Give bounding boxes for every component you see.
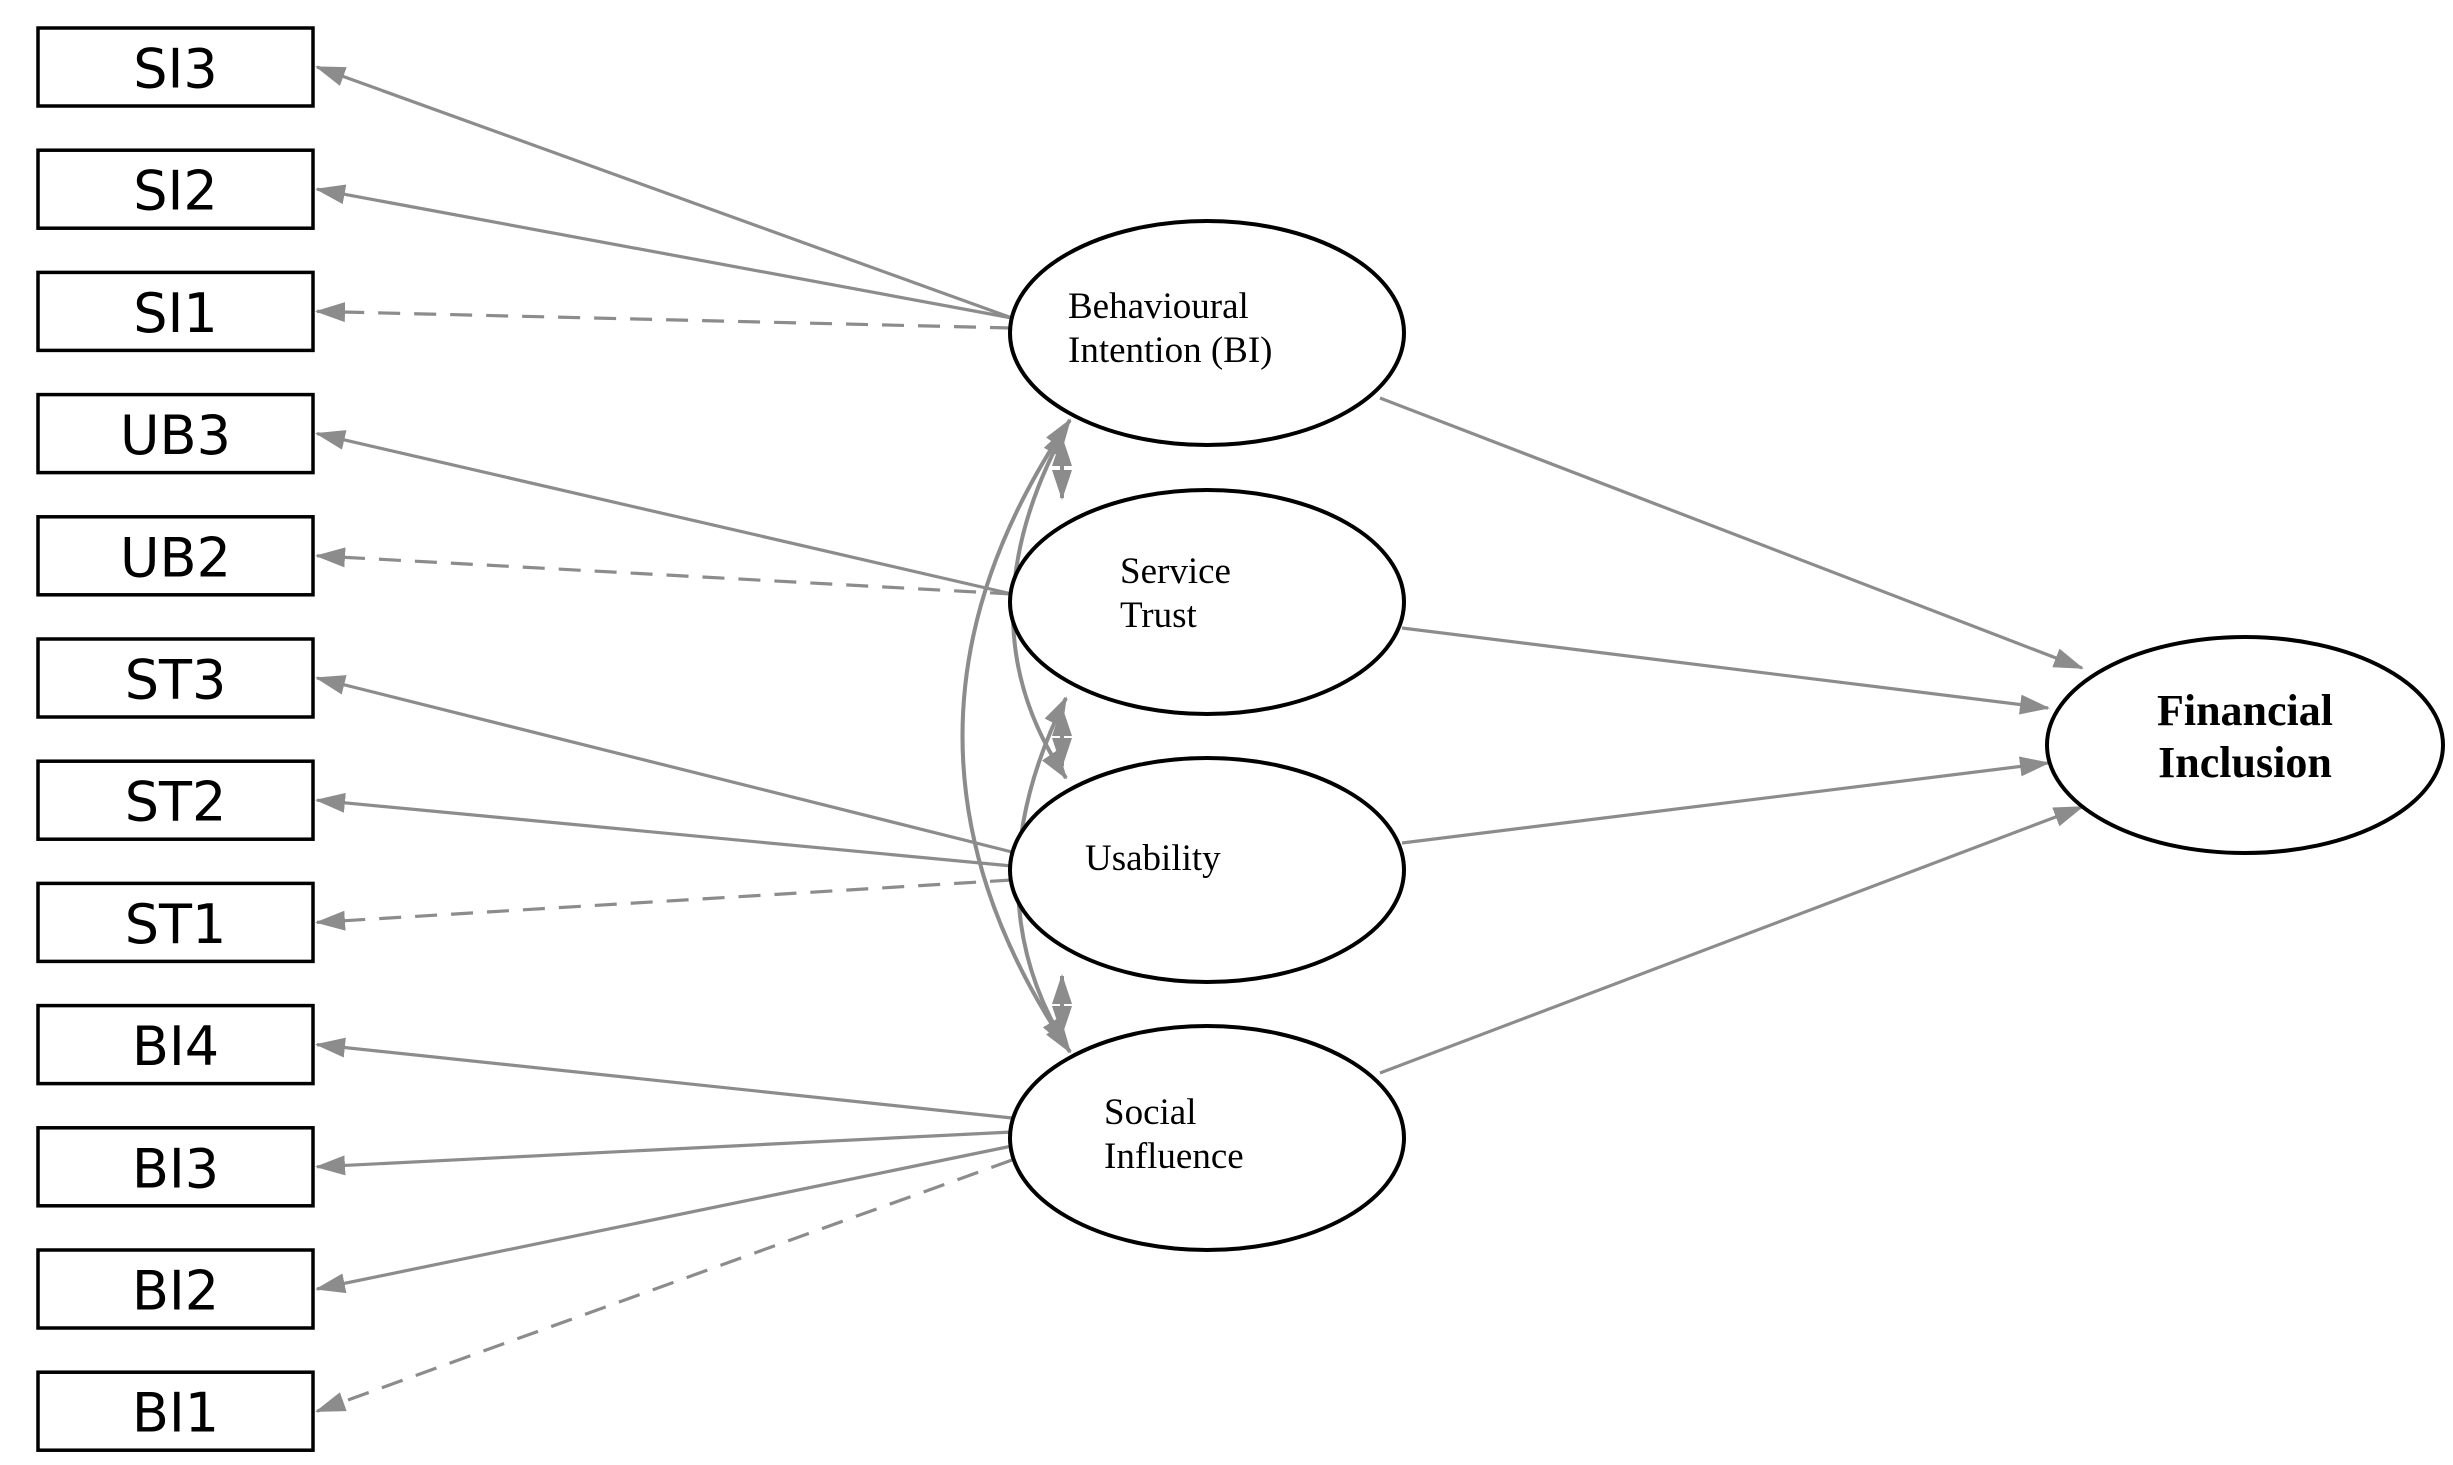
indicator-box [36, 1370, 315, 1452]
indicator-label: ST1 [125, 893, 227, 956]
outcome-label-line: Financial [2157, 686, 2333, 735]
indicator-si2: SI2 [36, 148, 315, 230]
indicator-label: SI3 [133, 38, 218, 101]
indicator-box [36, 26, 315, 108]
indicator-label: ST3 [125, 649, 227, 712]
indicator-label: UB2 [120, 526, 231, 589]
indicator-bi4: BI4 [36, 1003, 315, 1086]
indicator-label: SI2 [133, 160, 218, 223]
indicator-box [36, 148, 315, 230]
loading-arrow-st-ub2 [315, 547, 1013, 596]
loading-arrow-ub-st3 [315, 675, 1013, 854]
indicator-label: BI4 [132, 1015, 219, 1078]
loading-arrow-ub-st1 [315, 878, 1013, 931]
indicator-box [36, 637, 315, 719]
indicator-box [36, 881, 315, 964]
indicator-box [36, 1003, 315, 1086]
covariance-bi-si [960, 418, 1072, 1054]
loading-arrow-si-bi4 [315, 1037, 1013, 1120]
latent-ellipse [1008, 488, 1406, 716]
path-arrow-si-fi [1379, 805, 2084, 1075]
loading-arrow-bi-si1 [315, 302, 1013, 330]
indicator-bi2: BI2 [36, 1248, 315, 1330]
indicator-label: SI1 [133, 282, 218, 345]
indicator-box [36, 759, 315, 841]
latent-label: Usability [1085, 838, 1221, 879]
latent-label-line: Intention (BI) [1068, 330, 1272, 371]
latent-label-line: Service [1120, 551, 1231, 592]
loading-arrow-st-ub3 [315, 430, 1013, 596]
indicator-bi1: BI1 [36, 1370, 315, 1452]
loading-arrow-ub-st2 [315, 792, 1013, 868]
latent-ellipse [1008, 1024, 1406, 1252]
latent-label-line: Trust [1120, 595, 1198, 636]
indicator-st1: ST1 [36, 881, 315, 964]
latent-ellipse [1008, 756, 1406, 984]
indicator-si1: SI1 [36, 270, 315, 353]
indicator-si3: SI3 [36, 26, 315, 108]
indicator-label: ST2 [125, 771, 227, 834]
loading-arrow-bi-si3 [315, 65, 1013, 320]
loading-arrow-si-bi1 [315, 1158, 1013, 1413]
loading-arrow-si-bi2 [315, 1144, 1013, 1294]
indicator-bi3: BI3 [36, 1126, 315, 1208]
indicator-label: BI3 [132, 1137, 219, 1200]
indicator-ub3: UB3 [36, 392, 315, 475]
path-arrow-ub-fi [1401, 756, 2050, 845]
latent-ellipse [1008, 219, 1406, 447]
path-arrow-bi-fi [1379, 396, 2084, 670]
latent-label-line: Behavioural [1068, 286, 1249, 327]
indicator-box [36, 392, 315, 475]
outcome-ellipse [2045, 635, 2445, 855]
indicator-ub2: UB2 [36, 515, 315, 597]
indicator-box [36, 270, 315, 353]
latent-label-line: Influence [1104, 1136, 1244, 1177]
indicator-st3: ST3 [36, 637, 315, 719]
latent-label-line: Usability [1085, 838, 1221, 879]
indicator-box [36, 1248, 315, 1330]
path-arrow-st-fi [1401, 626, 2050, 715]
indicator-st2: ST2 [36, 759, 315, 841]
indicator-box [36, 515, 315, 597]
indicator-label: BI1 [132, 1382, 219, 1445]
latent-ub: Usability [1008, 756, 1406, 984]
indicator-box [36, 1126, 315, 1208]
indicator-label: BI2 [132, 1260, 219, 1323]
loading-arrow-bi-si2 [315, 184, 1013, 320]
edges-layer [315, 65, 2084, 1413]
indicator-label: UB3 [120, 404, 231, 467]
outcome-label-line: Inclusion [2158, 738, 2332, 787]
loading-arrow-si-bi3 [315, 1130, 1013, 1176]
latent-label-line: Social [1104, 1092, 1196, 1133]
